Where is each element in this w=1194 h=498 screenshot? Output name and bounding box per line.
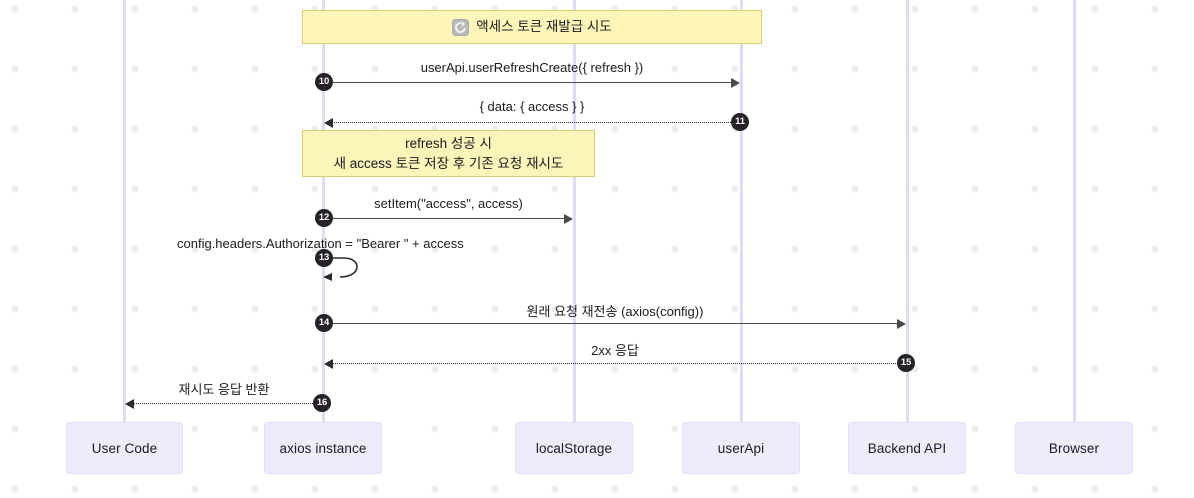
participant-user-api[interactable]: userApi: [682, 422, 800, 474]
message-label-16: 재시도 응답 반환: [178, 382, 270, 397]
note-line-1: refresh 성공 시: [405, 135, 492, 151]
message-label-15: 2xx 응답: [591, 343, 639, 358]
message-label-14: 원래 요청 재전송 (axios(config)): [526, 304, 704, 319]
refresh-icon: [452, 18, 470, 36]
sequence-number-10: 10: [315, 73, 333, 91]
participant-backend-api[interactable]: Backend API: [848, 422, 966, 474]
message-arrow-12: [324, 218, 564, 219]
participant-label-user-code: User Code: [91, 440, 158, 456]
participant-label-axios-instance: axios instance: [279, 440, 367, 456]
participant-axios-instance[interactable]: axios instance: [264, 422, 382, 474]
message-arrow-11: [332, 122, 731, 123]
banner-label: 액세스 토큰 재발급 시도: [476, 19, 612, 35]
participant-user-code[interactable]: User Code: [66, 422, 183, 474]
lifeline-backend-api: [906, 0, 909, 422]
message-arrow-15: [332, 363, 898, 364]
participant-label-user-api: userApi: [717, 440, 765, 456]
sequence-number-16: 16: [313, 394, 331, 412]
access-token-reissue-banner: 액세스 토큰 재발급 시도: [302, 10, 762, 44]
sequence-number-13: 13: [315, 249, 333, 267]
participant-browser[interactable]: Browser: [1015, 422, 1133, 474]
message-label-10: userApi.userRefreshCreate({ refresh }): [420, 60, 644, 75]
message-arrowhead-10: [731, 78, 740, 88]
message-arrow-16: [133, 403, 313, 404]
message-label-11: { data: { access } }: [479, 99, 585, 114]
message-label-13: config.headers.Authorization = "Bearer "…: [177, 236, 464, 251]
refresh-success-note: refresh 성공 시 새 access 토큰 저장 후 기존 요청 재시도: [302, 130, 595, 177]
message-arrow-10: [324, 82, 731, 83]
sequence-number-14: 14: [315, 314, 333, 332]
message-arrowhead-14: [897, 319, 906, 329]
message-selfloop-13: [323, 257, 358, 281]
participant-local-storage[interactable]: localStorage: [515, 422, 633, 474]
message-label-12: setItem("access", access): [374, 196, 523, 211]
sequence-number-12: 12: [315, 209, 333, 227]
note-line-2: 새 access 토큰 저장 후 기존 요청 재시도: [333, 155, 564, 171]
lifeline-user-code: [123, 0, 126, 422]
participant-label-browser: Browser: [1048, 440, 1100, 456]
message-arrowhead-15: [324, 359, 333, 369]
sequence-number-15: 15: [897, 354, 915, 372]
message-arrowhead-11: [324, 118, 333, 128]
lifeline-user-api: [740, 0, 743, 422]
sequence-number-11: 11: [731, 113, 749, 131]
lifeline-local-storage: [573, 0, 576, 422]
lifeline-browser: [1073, 0, 1076, 422]
participant-label-backend-api: Backend API: [867, 440, 947, 456]
message-arrowhead-12: [564, 214, 573, 224]
message-arrow-14: [324, 323, 897, 324]
message-arrowhead-16: [125, 399, 134, 409]
participant-label-local-storage: localStorage: [535, 440, 613, 456]
